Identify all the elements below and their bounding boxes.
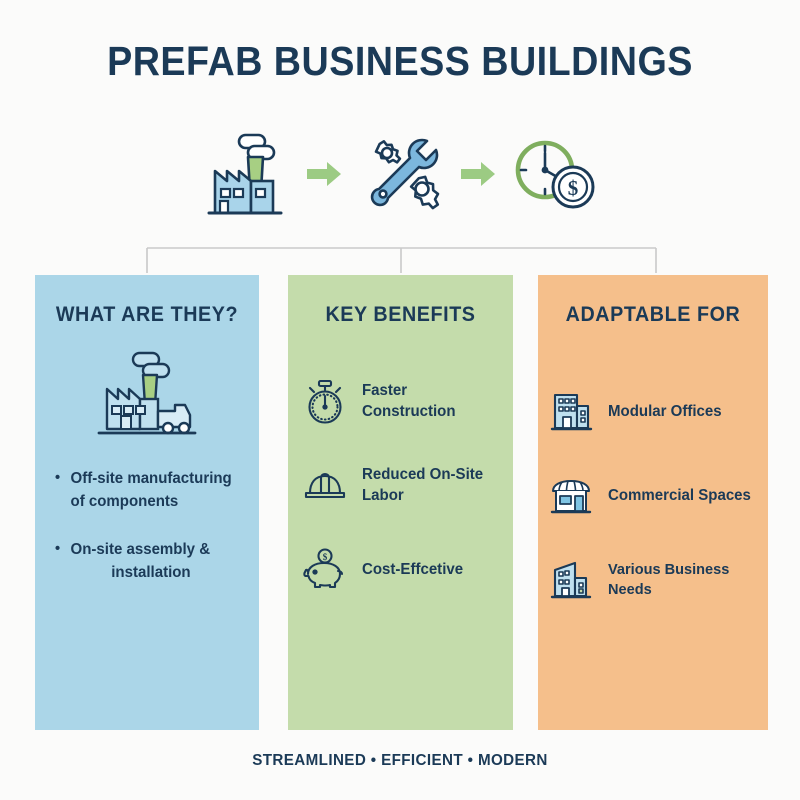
panel-adaptable-for: ADAPTABLE FOR <box>538 275 768 730</box>
bullet-line-1: Off-site manufacturing <box>70 470 232 487</box>
item-label: Modular Offices <box>608 402 722 420</box>
panel-title-adaptable-for: ADAPTABLE FOR <box>565 303 741 326</box>
piggy-bank-icon: $ <box>302 547 348 593</box>
buildings-icon <box>548 557 594 603</box>
item-label: Commercial Spaces <box>608 486 751 504</box>
list-item: Faster Construction <box>302 379 503 425</box>
panel-key-benefits: KEY BENEFITS <box>288 275 513 730</box>
arrow-right-icon <box>307 162 341 186</box>
bullet-line-2: of components <box>70 493 179 511</box>
svg-text:$: $ <box>323 552 328 562</box>
item-label: Cost-Effcetive <box>362 560 464 578</box>
arrow-right-icon <box>461 162 495 186</box>
list-item: On-site assembly & installation <box>55 538 235 585</box>
office-building-icon <box>548 389 594 435</box>
panel-what-are-they: WHAT ARE THEY? <box>35 275 259 730</box>
page-title: PREFAB BUSINESS BUILDINGS <box>107 38 693 84</box>
clock-money-icon: $ <box>515 140 595 209</box>
panel-title-key-benefits: KEY BENEFITS <box>325 303 476 326</box>
svg-text:$: $ <box>568 176 579 200</box>
list-item: Commercial Spaces <box>548 473 762 519</box>
bullet-list: Off-site manufacturing of components On-… <box>35 467 259 584</box>
stopwatch-icon <box>302 379 348 425</box>
adaptable-list: Modular Offices <box>538 389 768 603</box>
item-label: Reduced On-Site Labor <box>362 466 484 504</box>
item-label: Various Business Needs <box>608 560 730 598</box>
list-item: Reduced On-Site Labor <box>302 463 503 509</box>
list-item: $ Cost-Effcetive <box>302 547 503 593</box>
panel-title-what-are-they: WHAT ARE THEY? <box>55 303 239 326</box>
bullet-line-1: On-site assembly & <box>70 540 211 558</box>
bullet-line-2: installation <box>111 563 191 581</box>
factory-icon <box>207 133 283 215</box>
benefit-list: Faster Construction Reduced On-Site Labo… <box>288 379 513 593</box>
list-item: Off-site manufacturing of components <box>55 467 235 514</box>
item-label: Faster Construction <box>362 382 456 420</box>
list-item: Various Business Needs <box>548 557 762 603</box>
factory-illustration-wrap <box>35 349 259 439</box>
storefront-icon <box>548 473 594 519</box>
wrench-gears-icon <box>370 138 440 210</box>
factory-truck-icon <box>97 351 197 435</box>
process-flow: $ <box>0 126 800 222</box>
footer-tagline: STREAMLINED • EFFICIENT • MODERN <box>252 752 548 769</box>
list-item: Modular Offices <box>548 389 762 435</box>
bracket-connector <box>146 247 657 273</box>
hard-hat-icon <box>302 463 348 509</box>
